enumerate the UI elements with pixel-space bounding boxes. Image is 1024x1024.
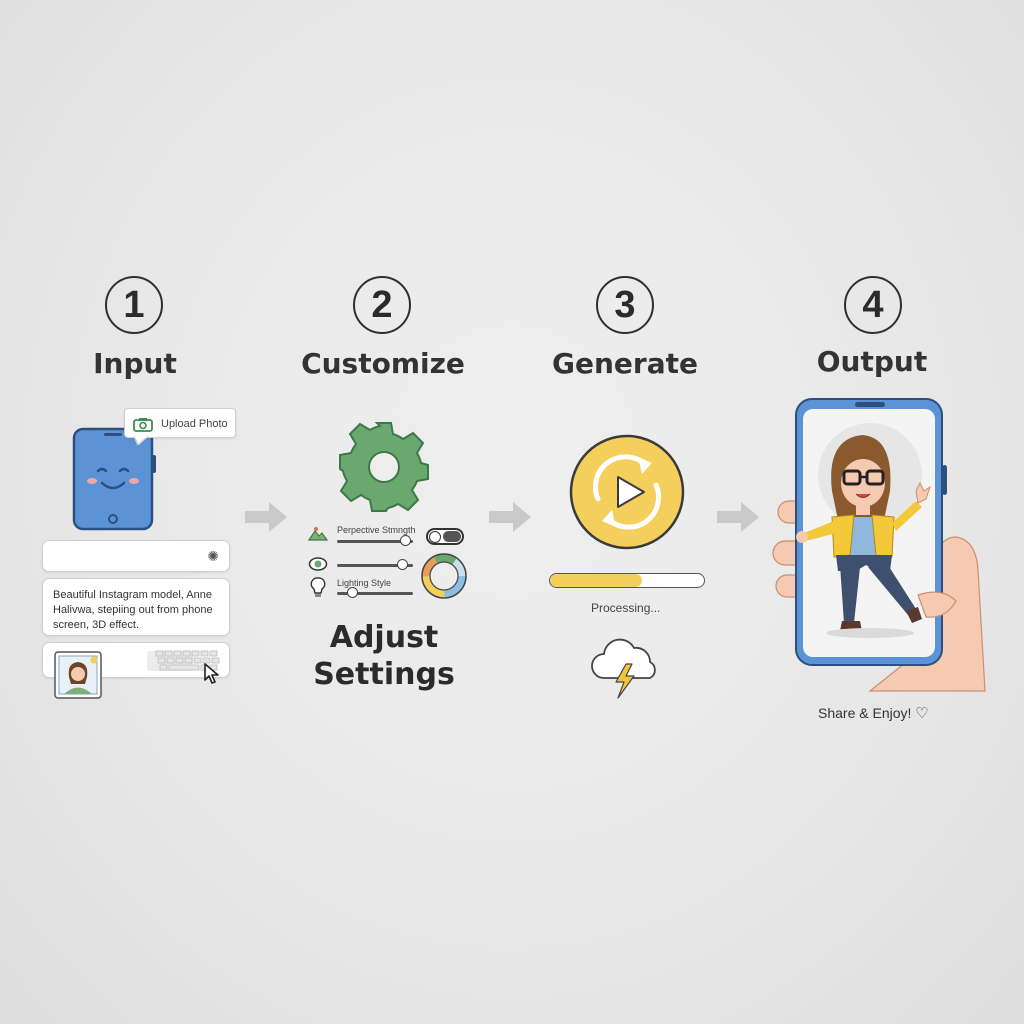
gear-icon[interactable] (337, 420, 431, 514)
step-1-number: 1 (105, 276, 163, 334)
step-4-number: 4 (844, 276, 902, 334)
prompt-textarea[interactable]: Beautiful Instagram model, Anne Halivwa,… (42, 578, 230, 636)
arrow-right-icon (717, 502, 759, 532)
lightbulb-icon (310, 577, 326, 597)
perspective-strength-label: Perpective Stmngth (337, 525, 416, 535)
search-input[interactable]: ✺ (42, 540, 230, 572)
cloud-lightning-icon (591, 638, 656, 699)
eye-icon (308, 557, 328, 571)
upload-photo-button[interactable]: Upload Photo (124, 408, 236, 438)
toggle-fill (443, 531, 461, 542)
step-2-number: 2 (353, 276, 411, 334)
slider-thumb-3[interactable] (347, 587, 359, 598)
camera-icon (133, 418, 153, 432)
step-4-title: Output (816, 345, 928, 378)
character-illustration (796, 435, 931, 638)
slider-track-3[interactable] (337, 592, 413, 595)
play-refresh-button[interactable] (568, 433, 686, 551)
slider-track-1[interactable] (337, 540, 413, 543)
photo-thumbnail[interactable] (54, 651, 102, 699)
sparkle-icon[interactable]: ✺ (207, 548, 219, 564)
lighting-style-label: Lighting Style (337, 578, 392, 588)
heart-icon: ♡ (915, 705, 929, 722)
progress-bar (549, 573, 705, 588)
slider-thumb-2[interactable] (396, 559, 408, 570)
cursor-pointer-icon (204, 663, 219, 684)
mountain-icon (308, 527, 328, 541)
slider-track-2[interactable] (337, 564, 413, 567)
phone-with-character (772, 398, 986, 692)
arrow-right-icon (489, 502, 531, 532)
progress-fill (550, 574, 643, 587)
slider-thumb-1[interactable] (400, 535, 412, 546)
step-3-title: Generate (552, 347, 698, 380)
upload-photo-label: Upload Photo (161, 418, 228, 430)
speech-tail (134, 436, 148, 445)
prompt-text: Beautiful Instagram model, Anne Halivwa,… (53, 589, 213, 631)
toggle-knob (429, 531, 441, 543)
share-enjoy-caption: Share & Enjoy! ♡ (818, 705, 929, 722)
arrow-right-icon (245, 502, 287, 532)
step-2-title: Customize (301, 347, 465, 380)
processing-status: Processing... (591, 601, 661, 615)
effect-toggle[interactable] (426, 528, 464, 545)
adjust-settings-caption: Adjust Settings (313, 620, 455, 692)
color-wheel-icon[interactable] (420, 552, 468, 600)
step-3-number: 3 (596, 276, 654, 334)
step-1-title: Input (93, 347, 177, 380)
smiling-phone-icon (72, 427, 156, 531)
